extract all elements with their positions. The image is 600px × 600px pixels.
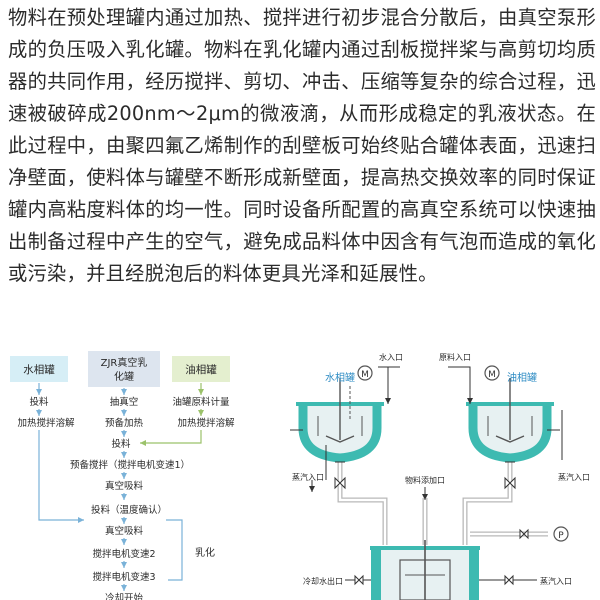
vacuum-pump-icon bbox=[553, 526, 569, 542]
step-vac-pump: 抽真空 bbox=[110, 396, 139, 408]
water-tank-header-text: 水相罐 bbox=[23, 363, 55, 376]
valves bbox=[334, 461, 516, 490]
step-cool: 冷却开始 bbox=[105, 592, 144, 600]
cooling-water-outlet: 冷却水出口 bbox=[303, 576, 343, 586]
oil-phase-tank bbox=[466, 378, 554, 463]
step-stir-3: 搅拌电机变速3 bbox=[92, 571, 155, 583]
step-water-feed: 投料 bbox=[29, 396, 49, 408]
step-stir-2: 搅拌电机变速2 bbox=[92, 548, 155, 560]
left-motor-icon bbox=[357, 365, 373, 381]
right-motor-icon bbox=[484, 365, 500, 381]
step-vac-preheat: 预备加热 bbox=[105, 417, 144, 429]
vacuum-tank-header bbox=[88, 351, 160, 387]
description-paragraph: 物料在预处理罐内通过加热、搅拌进行初步混合分散后，由真空泵形成的负压吸入乳化罐。… bbox=[8, 6, 596, 285]
water-tank-header bbox=[10, 356, 68, 382]
oil-tank-header bbox=[172, 356, 230, 382]
step-feed: 投料 bbox=[111, 438, 131, 450]
vacuum-tank-header-line2: 化罐 bbox=[114, 370, 134, 383]
right-motor-symbol: M bbox=[488, 370, 496, 380]
step-oil-feed: 油罐原料计量 bbox=[172, 396, 230, 408]
steam-inlet-bottom: 蒸汽入口 bbox=[540, 576, 572, 586]
water-tank-label: 水相罐 bbox=[325, 371, 355, 384]
step-water-heat: 加热搅拌溶解 bbox=[17, 417, 75, 429]
steam-inlet-left: 蒸汽入口 bbox=[292, 472, 324, 482]
material-inlet-label: 物料添加口 bbox=[405, 475, 445, 485]
emulsify-label: 乳化 bbox=[195, 546, 215, 559]
step-oil-heat: 加热搅拌溶解 bbox=[177, 417, 235, 429]
left-motor-symbol: M bbox=[361, 370, 369, 380]
raw-inlet-label: 原料入口 bbox=[439, 352, 471, 362]
oil-tank-header-text: 油相罐 bbox=[185, 363, 217, 376]
emulsifying-tank bbox=[370, 540, 480, 600]
pipes bbox=[337, 448, 548, 545]
steam-inlet-right: 蒸汽入口 bbox=[558, 472, 590, 482]
step-vac-suck-2: 真空吸料 bbox=[105, 525, 144, 537]
oil-tank-label: 油相罐 bbox=[507, 371, 537, 384]
water-inlet-label: 水入口 bbox=[379, 352, 403, 362]
step-prestir: 预备搅拌（搅拌电机变速1） bbox=[70, 459, 190, 471]
step-vac-suck-1: 真空吸料 bbox=[105, 480, 144, 492]
step-feed-temp: 投料（温度确认） bbox=[91, 504, 167, 516]
water-phase-tank bbox=[296, 378, 384, 463]
pump-symbol: P bbox=[558, 531, 564, 541]
flowchart: 水相罐 ZJR真空乳 化罐 油相罐 投料 加热搅拌溶解 抽真空 预备加热 投料 … bbox=[10, 351, 235, 600]
emulsify-bracket bbox=[166, 519, 183, 581]
process-diagram: M 水相罐 水入口 蒸汽入口 M 油相罐 原料入口 蒸汽入口 bbox=[290, 352, 590, 600]
vacuum-tank-header-line1: ZJR真空乳 bbox=[101, 356, 148, 369]
